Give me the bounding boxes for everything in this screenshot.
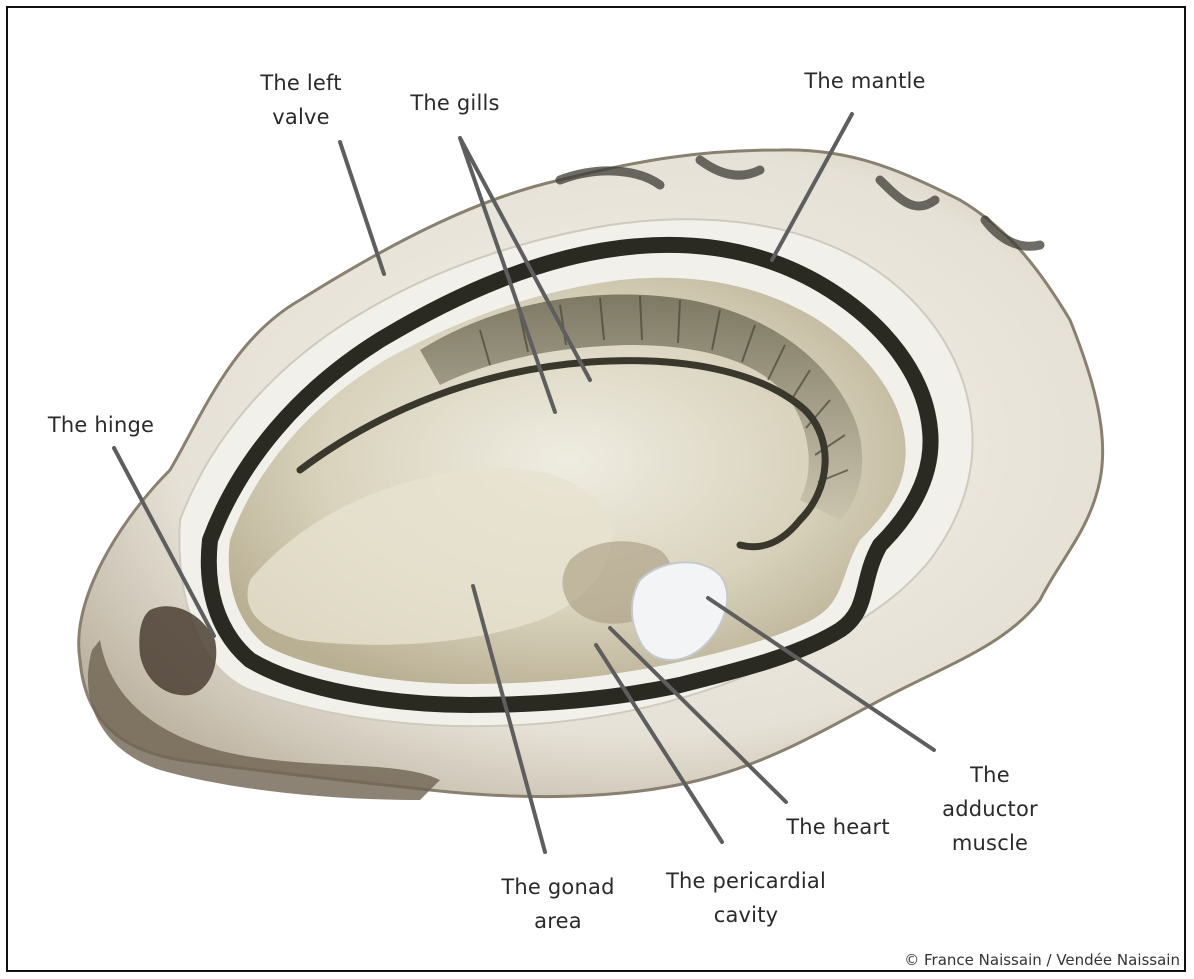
label-gills: The gills [390,86,520,120]
leader-left-valve [340,142,384,274]
label-adductor-muscle: The adductor muscle [920,758,1060,860]
label-hinge: The hinge [36,408,166,442]
label-pericardial-cavity: The pericardial cavity [646,864,846,932]
image-credit: © France Naissain / Vendée Naissain [904,951,1180,969]
label-left-valve: The left valve [236,66,366,134]
label-mantle: The mantle [790,64,940,98]
label-gonad-area: The gonad area [478,870,638,938]
label-heart: The heart [768,810,908,844]
